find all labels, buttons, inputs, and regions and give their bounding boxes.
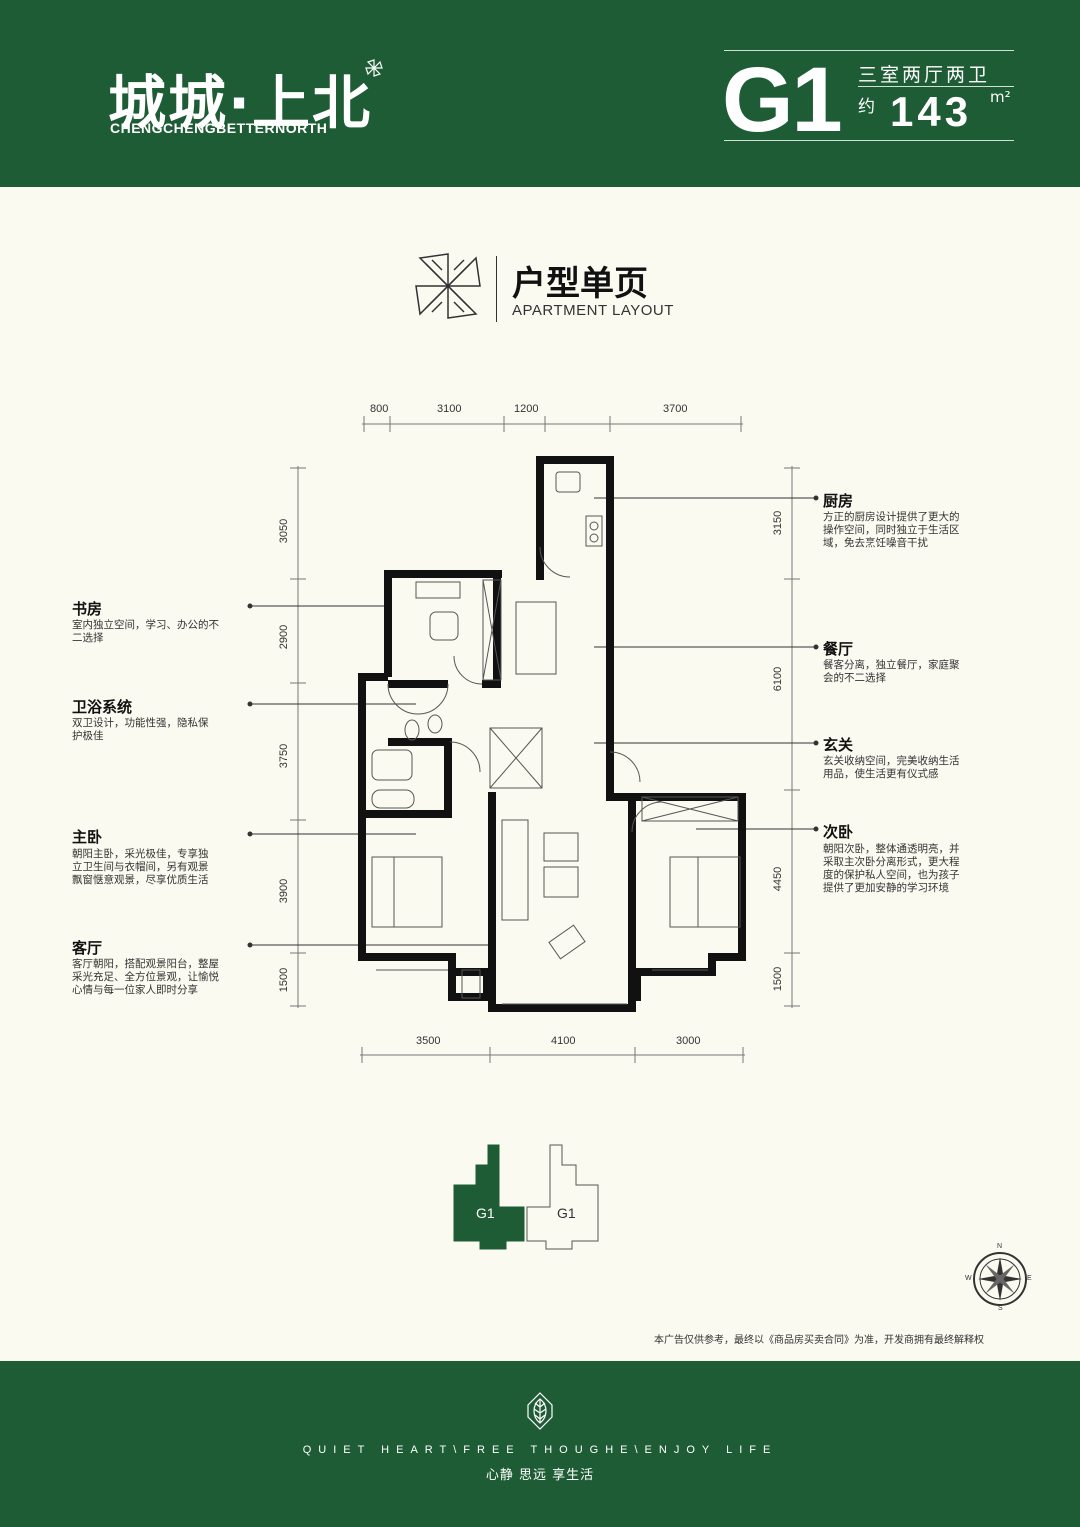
unit-area-unit: m² bbox=[990, 88, 1011, 106]
unit-rule-top bbox=[724, 50, 1014, 51]
dim-top-2: 3100 bbox=[437, 403, 462, 415]
compass-s: S bbox=[998, 1305, 1003, 1312]
unit-area: 143 bbox=[890, 88, 973, 135]
room-desc-master-3: 飘窗惬意观景，尽享优质生活 bbox=[72, 874, 209, 886]
room-desc-second-2: 采取主次卧分离形式，更大程 bbox=[823, 856, 960, 868]
compass-icon bbox=[973, 1252, 1027, 1306]
unit-type-rule bbox=[858, 86, 1014, 87]
unit-type: 三室两厅两卫 bbox=[858, 64, 991, 86]
room-name-dining: 餐厅 bbox=[823, 640, 854, 658]
dim-left-1: 3050 bbox=[278, 518, 290, 544]
disclaimer: 本广告仅供参考，最终以《商品房买卖合同》为准，开发商拥有最终解释权 bbox=[654, 1335, 984, 1346]
dim-bottom-1: 3500 bbox=[416, 1035, 441, 1047]
header-band bbox=[0, 0, 1080, 187]
dim-right-4: 1500 bbox=[772, 966, 784, 992]
room-desc-second-4: 提供了更加安静的学习环境 bbox=[823, 882, 949, 894]
room-desc-foyer-2: 用品，使生活更有仪式感 bbox=[823, 768, 939, 780]
dim-left-5: 1500 bbox=[278, 967, 290, 993]
room-desc-living-1: 客厅朝阳，搭配观景阳台，整屋 bbox=[72, 958, 219, 970]
dim-left-3: 3750 bbox=[278, 743, 290, 769]
room-desc-second-3: 度的保护私人空间，也为孩子 bbox=[823, 869, 960, 881]
brand-logo-cn: 城城·上北 bbox=[108, 69, 373, 137]
compass-e: E bbox=[1027, 1275, 1032, 1282]
footer-slogan-en: QUIET HEART\FREE THOUGHE\ENJOY LIFE bbox=[302, 1444, 778, 1456]
compass-n: N bbox=[997, 1243, 1003, 1250]
room-desc-study-1: 室内独立空间，学习、办公的不 bbox=[72, 619, 219, 631]
title-divider bbox=[496, 256, 497, 322]
room-desc-second-1: 朝阳次卧，整体通透明亮，并 bbox=[823, 843, 960, 855]
room-desc-master-2: 立卫生间与衣帽间，另有观景 bbox=[72, 861, 209, 873]
room-desc-master-1: 朝阳主卧，采光极佳，专享独 bbox=[72, 848, 209, 860]
section-title-cn: 户型单页 bbox=[512, 264, 648, 304]
room-name-second-bedroom: 次卧 bbox=[823, 823, 854, 841]
room-name-study: 书房 bbox=[72, 600, 103, 618]
key-plan-label-right: G1 bbox=[557, 1205, 576, 1221]
dim-bottom-2: 4100 bbox=[551, 1035, 576, 1047]
key-plan-label-left: G1 bbox=[476, 1205, 495, 1221]
room-desc-bath-2: 护极佳 bbox=[72, 730, 104, 742]
dim-right-3: 4450 bbox=[772, 866, 784, 892]
key-plan bbox=[453, 1144, 599, 1250]
layout-emblem-icon bbox=[415, 253, 481, 319]
floor-plan bbox=[358, 456, 746, 1012]
unit-about: 约 bbox=[858, 97, 875, 117]
room-name-foyer: 玄关 bbox=[823, 736, 854, 754]
room-name-master: 主卧 bbox=[72, 828, 103, 846]
room-desc-living-2: 采光充足、全方位景观，让愉悦 bbox=[72, 971, 219, 983]
room-name-kitchen: 厨房 bbox=[823, 492, 854, 510]
room-desc-study-2: 二选择 bbox=[72, 632, 104, 644]
room-desc-kitchen-1: 方正的厨房设计提供了更大的 bbox=[823, 511, 960, 523]
dim-top-1: 800 bbox=[370, 403, 389, 415]
dim-left-2: 2900 bbox=[278, 624, 290, 650]
room-desc-kitchen-3: 域，免去烹饪噪音干扰 bbox=[823, 537, 928, 549]
dim-right-2: 6100 bbox=[772, 666, 784, 692]
section-title-en: APARTMENT LAYOUT bbox=[512, 302, 674, 319]
unit-code: G1 bbox=[722, 49, 843, 151]
compass-w: W bbox=[965, 1275, 972, 1282]
brand-leaf-icon bbox=[365, 59, 383, 77]
brand-logo-en: CHENGCHENGBETTERNORTH bbox=[110, 120, 328, 136]
room-name-bath: 卫浴系统 bbox=[72, 698, 133, 716]
dim-bottom-3: 3000 bbox=[676, 1035, 701, 1047]
room-desc-kitchen-2: 操作空间，同时独立于生活区 bbox=[823, 524, 960, 536]
dim-top-4: 3700 bbox=[663, 403, 688, 415]
unit-rule-bottom bbox=[724, 140, 1014, 141]
room-desc-living-3: 心情与每一位家人即时分享 bbox=[72, 984, 198, 996]
room-desc-dining-1: 餐客分离，独立餐厅，家庭聚 bbox=[823, 659, 960, 671]
room-desc-dining-2: 会的不二选择 bbox=[823, 672, 886, 684]
footer-leaf-icon bbox=[527, 1392, 553, 1430]
dim-top-3: 1200 bbox=[514, 403, 539, 415]
footer-slogan-cn: 心静 思远 享生活 bbox=[485, 1468, 595, 1483]
room-name-living: 客厅 bbox=[72, 939, 103, 957]
footer-band bbox=[0, 1361, 1080, 1527]
room-desc-bath-1: 双卫设计，功能性强，隐私保 bbox=[72, 717, 209, 729]
dim-left-4: 3900 bbox=[278, 878, 290, 904]
room-desc-foyer-1: 玄关收纳空间，完美收纳生活 bbox=[823, 755, 960, 767]
dim-right-1: 3150 bbox=[772, 510, 784, 536]
